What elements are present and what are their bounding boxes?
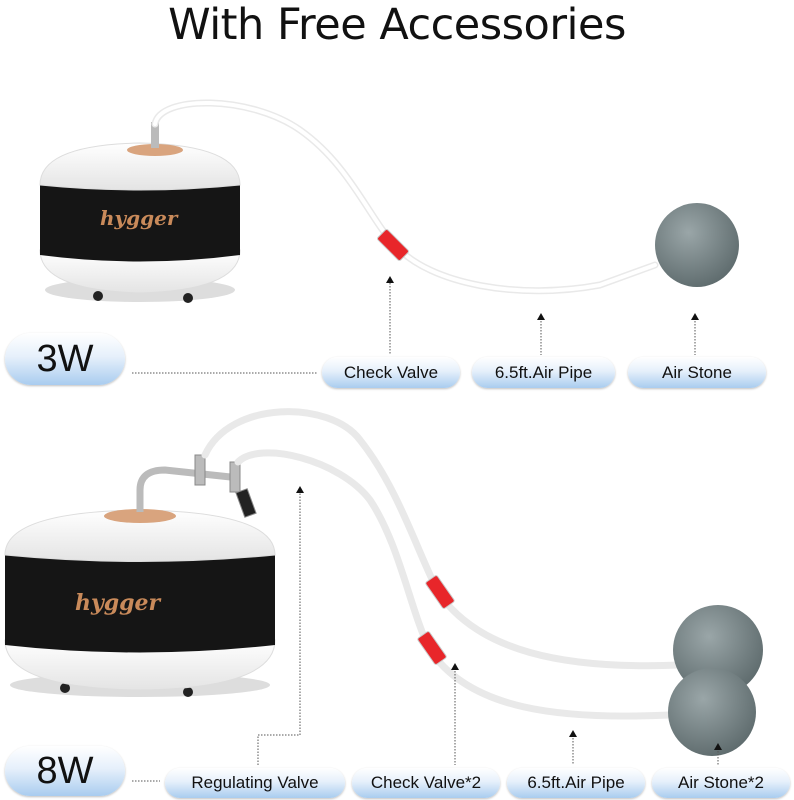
wattage-badge-8w: 8W [5,746,125,796]
label-air-stone-2: Air Stone*2 [652,768,790,798]
brand-logo: hygger [100,206,179,230]
pump-3w: hygger [39,122,241,303]
check-valve-3w [377,229,409,261]
label-check-valve: Check Valve [322,357,460,388]
label-air-pipe-8w: 6.5ft.Air Pipe [507,768,645,798]
label-air-pipe: 6.5ft.Air Pipe [472,357,615,388]
label-air-stone: Air Stone [628,357,766,388]
label-regulating-valve: Regulating Valve [165,768,345,798]
label-check-valve-2: Check Valve*2 [352,768,500,798]
wattage-badge-3w: 3W [5,333,125,385]
page-title: With Free Accessories [168,0,626,50]
regulating-valve [194,454,257,518]
svg-text:hygger: hygger [75,590,162,616]
air-stone-8w-2 [668,668,756,756]
pump-8w: hygger [4,509,276,697]
air-stone-3w [655,203,739,287]
